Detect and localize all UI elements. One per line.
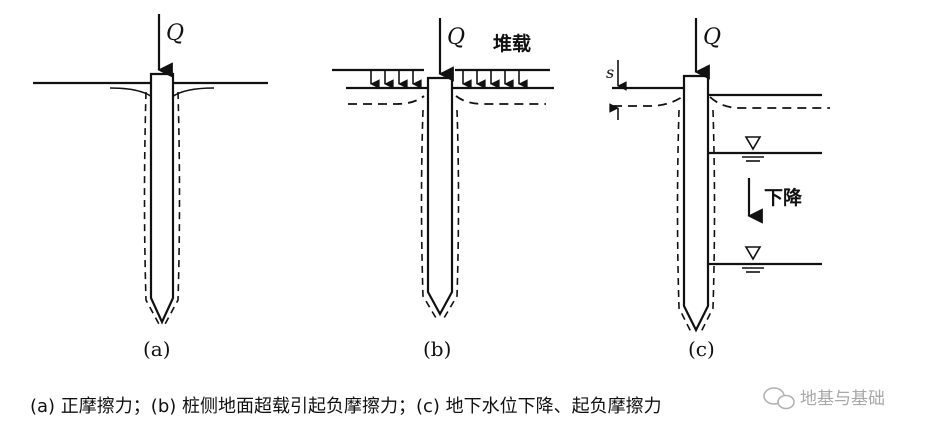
pile (426, 76, 454, 317)
pile (682, 74, 710, 333)
surcharge-load-arrows (370, 70, 528, 89)
settled-ground-dashed-right (455, 95, 546, 105)
pile-side-friction-left (143, 91, 161, 327)
settled-ground-dashed-right (709, 96, 830, 109)
panel-b: Q 堆载 (b) (332, 18, 554, 361)
ground-deformation-curve-right (171, 87, 215, 98)
watermark: 地基与基础 (763, 387, 885, 410)
pile-side-friction-right (163, 91, 181, 327)
panel-sublabel-a: (a) (143, 337, 171, 361)
surcharge-label: 堆载 (493, 32, 531, 55)
panel-a: Q (a) (33, 14, 268, 361)
water-table-triangle-icon (742, 246, 764, 273)
panel-c: s Q 下降 (c) (606, 18, 830, 361)
watermark-text: 地基与基础 (800, 389, 885, 409)
water-table-triangle-icon (742, 136, 764, 162)
settled-ground-dashed-left (613, 96, 683, 107)
load-symbol: Q (166, 21, 184, 46)
ground-deformation-curve-left (109, 87, 153, 98)
pile-side-friction-right (443, 109, 460, 319)
pile-side-friction-right (699, 109, 716, 335)
panel-sublabel-b: (b) (423, 337, 451, 361)
settlement-symbol: s (606, 63, 614, 82)
figure-caption: (a) 正摩擦力；(b) 桩侧地面超载引起负摩擦力；(c) 地下水位下降、起负摩… (30, 396, 662, 417)
settled-ground-dashed-left (348, 95, 425, 105)
pile-side-friction-left (420, 109, 437, 319)
pile-side-friction-left (676, 109, 693, 335)
drawdown-label: 下降 (764, 186, 803, 209)
pile (149, 72, 175, 325)
load-symbol: Q (447, 25, 465, 50)
panel-sublabel-c: (c) (688, 337, 715, 361)
load-symbol: Q (703, 25, 721, 50)
wechat-logo-icon (763, 387, 795, 410)
